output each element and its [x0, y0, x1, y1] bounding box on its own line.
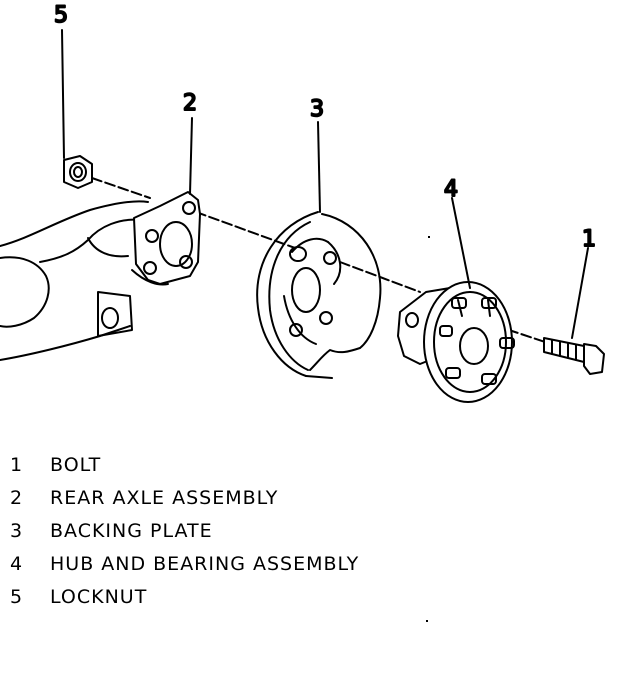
legend-item: 3 BACKING PLATE	[10, 514, 530, 547]
legend-number: 2	[10, 486, 24, 509]
legend-label: BACKING PLATE	[50, 519, 213, 542]
callout-2: 2	[183, 91, 197, 116]
callout-3: 3	[310, 97, 324, 122]
hub-and-bearing-assembly	[397, 281, 515, 403]
backing-plate	[256, 211, 382, 379]
callout-4: 4	[444, 177, 458, 202]
legend-label: BOLT	[50, 453, 102, 476]
callout-leaders	[61, 29, 589, 339]
legend-item: 1 BOLT	[10, 448, 530, 481]
bolt	[543, 337, 605, 375]
stray-mark	[428, 236, 430, 238]
legend-item: 4 HUB AND BEARING ASSEMBLY	[10, 547, 530, 580]
legend-number: 3	[10, 519, 24, 542]
legend-label: HUB AND BEARING ASSEMBLY	[50, 552, 360, 575]
exploded-view-diagram: 5 2 3 4 1	[0, 2, 605, 403]
rear-axle-assembly	[0, 191, 201, 361]
locknut	[63, 155, 93, 189]
legend-number: 4	[10, 552, 24, 575]
callout-1: 1	[582, 227, 596, 252]
legend-label: REAR AXLE ASSEMBLY	[50, 486, 279, 509]
callout-5: 5	[54, 3, 68, 28]
parts-legend: 1 BOLT 2 REAR AXLE ASSEMBLY 3 BACKING PL…	[10, 448, 530, 613]
legend-label: LOCKNUT	[50, 585, 148, 608]
legend-item: 2 REAR AXLE ASSEMBLY	[10, 481, 530, 514]
stray-mark	[426, 620, 428, 622]
legend-item: 5 LOCKNUT	[10, 580, 530, 613]
legend-number: 5	[10, 585, 24, 608]
legend-number: 1	[10, 453, 24, 476]
